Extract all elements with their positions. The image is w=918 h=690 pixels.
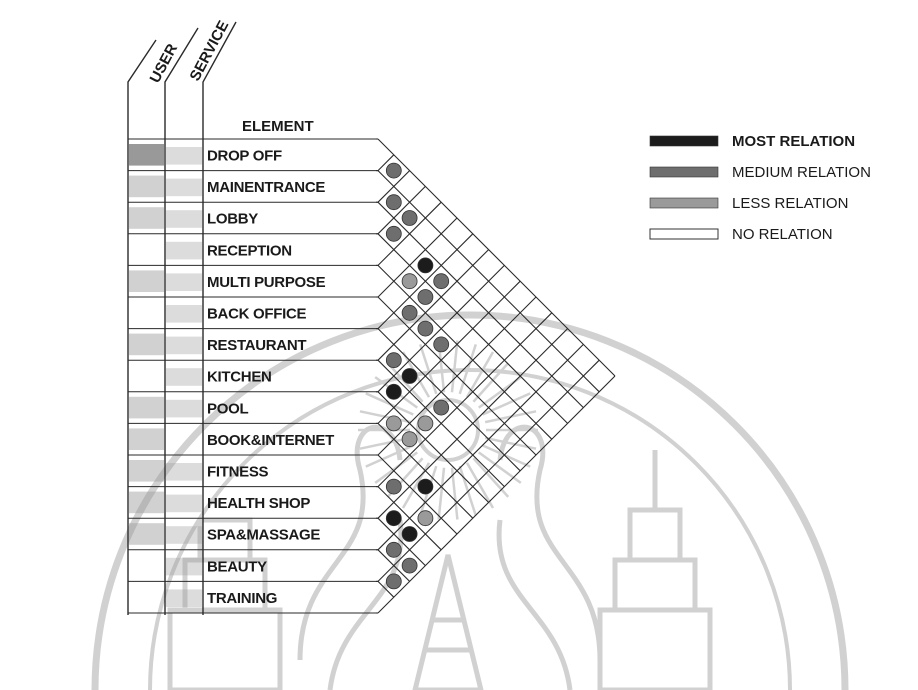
element-label: MULTI PURPOSE (207, 274, 326, 291)
legend-item: NO RELATION (650, 226, 833, 243)
service-relation-cell (166, 526, 202, 544)
grid-line (378, 186, 425, 233)
element-label: KITCHEN (207, 369, 272, 386)
relation-dot-medium (386, 574, 401, 589)
relation-dot-most (418, 479, 433, 494)
element-label: RESTAURANT (207, 337, 306, 354)
seal-flourish-left-icon (300, 427, 401, 690)
legend-label: NO RELATION (732, 226, 833, 243)
relation-dot-less (402, 274, 417, 289)
relation-dot-medium (402, 211, 417, 226)
grid-line (378, 139, 615, 376)
element-label: DROP OFF (207, 147, 282, 164)
element-label: POOL (207, 400, 248, 417)
relation-dot-less (418, 511, 433, 526)
user-relation-cell (129, 523, 164, 545)
legend-swatch (650, 136, 718, 146)
user-relation-cell (129, 176, 164, 198)
user-relation-cell (129, 492, 164, 514)
seal-flourish-right-icon (499, 427, 600, 690)
element-label: TRAINING (207, 590, 277, 607)
user-relation-cell (129, 334, 164, 356)
service-relation-cell (166, 273, 202, 291)
legend-label: MEDIUM RELATION (732, 164, 871, 181)
relation-dot-medium (386, 163, 401, 178)
user-relation-cell (129, 270, 164, 292)
user-relation-cell (129, 207, 164, 229)
service-relation-cell (166, 210, 202, 228)
element-label: FITNESS (207, 463, 269, 480)
user-relation-cell (129, 397, 164, 419)
relation-dot-most (386, 384, 401, 399)
relation-dot-medium (418, 290, 433, 305)
element-label: BOOK&INTERNET (207, 432, 334, 449)
service-relation-cell (166, 147, 202, 165)
service-relation-cell (166, 495, 202, 513)
legend-item: MOST RELATION (650, 133, 855, 150)
legend-item: MEDIUM RELATION (650, 164, 871, 181)
grid-line (378, 313, 552, 487)
service-relation-cell (166, 242, 202, 260)
relation-dot-most (402, 527, 417, 542)
service-column-header: SERVICE (187, 18, 233, 84)
element-label: MAINENTRANCE (207, 179, 325, 196)
relation-dot-medium (386, 353, 401, 368)
element-label: SPA&MASSAGE (207, 527, 320, 544)
legend-swatch (650, 198, 718, 208)
service-relation-cell (166, 179, 202, 197)
relation-dot-most (402, 369, 417, 384)
service-relation-cell (166, 368, 202, 386)
element-label: BEAUTY (207, 558, 267, 575)
legend-item: LESS RELATION (650, 195, 848, 212)
relation-dot-medium (434, 400, 449, 415)
legend-swatch (650, 229, 718, 239)
service-relation-cell (166, 305, 202, 323)
service-relation-cell (166, 558, 202, 576)
relation-dots (386, 163, 448, 589)
relation-dot-medium (418, 321, 433, 336)
element-label: LOBBY (207, 211, 258, 228)
grid-line (378, 250, 489, 361)
user-relation-cell (129, 428, 164, 450)
relation-dot-most (418, 258, 433, 273)
relation-dot-medium (402, 305, 417, 320)
relation-dot-most (386, 511, 401, 526)
legend-label: LESS RELATION (732, 195, 848, 212)
element-label: HEALTH SHOP (207, 495, 310, 512)
relation-dot-medium (386, 226, 401, 241)
seal-center-tower-icon (415, 555, 481, 690)
service-relation-cell (166, 589, 202, 607)
relation-dot-less (386, 416, 401, 431)
service-relation-cell (166, 463, 202, 481)
relation-dot-less (418, 416, 433, 431)
relation-dot-medium (434, 337, 449, 352)
legend: MOST RELATION MEDIUM RELATION LESS RELATIO… (650, 133, 871, 243)
service-relation-cell (166, 337, 202, 355)
relation-dot-medium (386, 479, 401, 494)
relation-dot-less (402, 432, 417, 447)
user-relation-cell (129, 144, 164, 166)
seal-right-tower-icon (600, 450, 710, 690)
element-label: RECEPTION (207, 242, 292, 259)
grid-line (378, 281, 520, 423)
element-column-header: ELEMENT (242, 118, 314, 135)
user-relation-cell (129, 460, 164, 482)
service-relation-cell (166, 400, 202, 418)
grid-line (378, 376, 615, 613)
legend-swatch (650, 167, 718, 177)
element-label: BACK OFFICE (207, 305, 306, 322)
legend-label: MOST RELATION (732, 133, 855, 150)
relation-dot-medium (434, 274, 449, 289)
relation-dot-medium (386, 542, 401, 557)
relation-dot-medium (402, 558, 417, 573)
relation-dot-medium (386, 195, 401, 210)
